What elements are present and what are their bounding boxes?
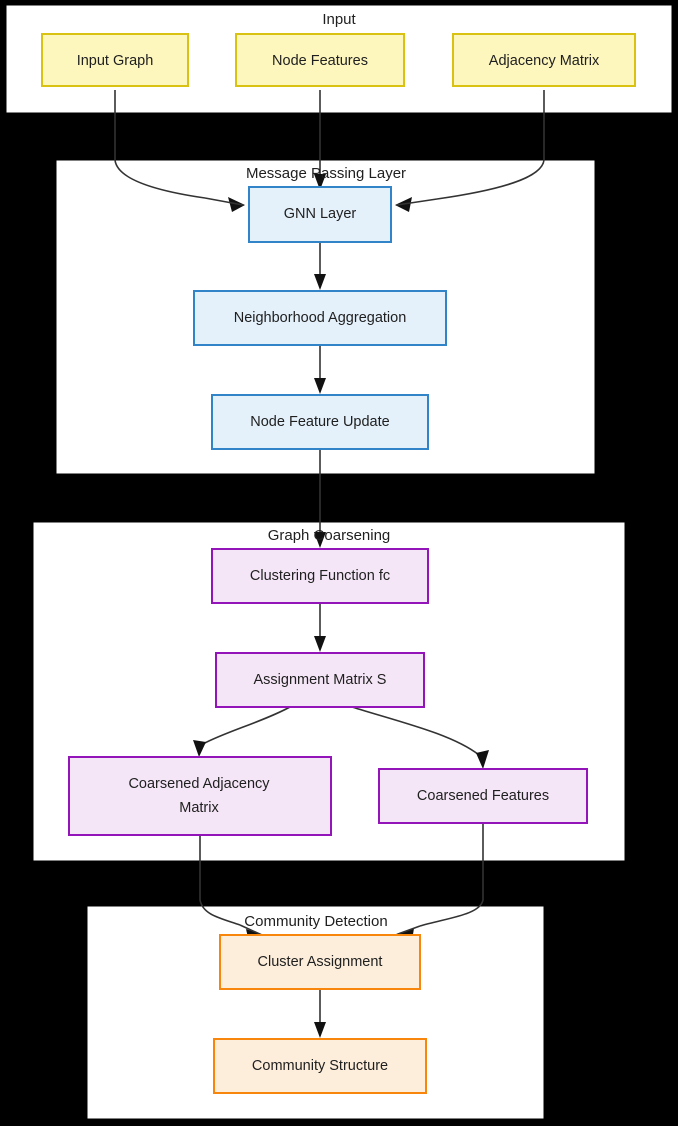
cluster-label-message-passing: Message Passing Layer (246, 165, 406, 182)
edge-coarsened-adjacency-to-cluster-assignment (199, 835, 241, 926)
node-coarsened-adjacency-matrix[interactable]: Coarsened Adjacency Matrix (68, 756, 332, 836)
node-neighborhood-aggregation[interactable]: Neighborhood Aggregation (193, 290, 447, 346)
node-input-graph-label: Input Graph (77, 53, 154, 69)
edge-arrowhead (314, 532, 326, 548)
edge-arrowhead (314, 1022, 326, 1038)
edge-coarsened-adjacency-to-cluster-assignment-tail (239, 924, 263, 936)
edge-assignment-matrix-to-coarsened-adjacency (202, 706, 291, 745)
node-community-structure-box[interactable] (213, 1038, 427, 1094)
node-node-feature-update-label: Node Feature Update (250, 414, 389, 430)
edge-coarsened-features-to-cluster-assignment (419, 823, 484, 927)
edge-coarsened-features-to-cluster-assignment-tail (397, 925, 421, 935)
node-node-feature-update[interactable]: Node Feature Update (211, 394, 429, 450)
node-node-features[interactable]: Node Features (235, 33, 405, 87)
edge-adjacency-matrix-to-gnn-layer (436, 90, 545, 200)
node-input-graph-box[interactable] (41, 33, 189, 87)
edge-arrowhead (314, 274, 326, 290)
node-adjacency-matrix-box[interactable] (452, 33, 636, 87)
edge-arrowhead (314, 174, 326, 190)
node-coarsened-features-label: Coarsened Features (417, 788, 549, 804)
node-coarsened-adjacency-matrix-label-line1: Coarsened Adjacency (128, 776, 270, 792)
node-coarsened-features-box[interactable] (378, 768, 588, 824)
node-clustering-function-box[interactable] (211, 548, 429, 604)
edge-arrowhead (314, 378, 326, 394)
cluster-label-community-detection: Community Detection (244, 913, 387, 930)
node-coarsened-adjacency-matrix-label-line2: Matrix (179, 800, 219, 816)
node-assignment-matrix-label: Assignment Matrix S (254, 672, 387, 688)
node-node-features-box[interactable] (235, 33, 405, 87)
edge-arrowhead (193, 740, 206, 757)
node-assignment-matrix-box[interactable] (215, 652, 425, 708)
edge-layer (114, 90, 545, 1038)
node-adjacency-matrix[interactable]: Adjacency Matrix (452, 33, 636, 87)
node-gnn-layer-box[interactable] (248, 186, 392, 243)
edge-adjacency-matrix-to-gnn-layer-tail (396, 198, 438, 206)
node-coarsened-adjacency-matrix-box[interactable] (68, 756, 332, 836)
node-gnn-layer[interactable]: GNN Layer (248, 186, 392, 243)
node-community-structure-label: Community Structure (252, 1058, 388, 1074)
node-coarsened-features[interactable]: Coarsened Features (378, 768, 588, 824)
node-cluster-assignment-label: Cluster Assignment (258, 954, 383, 970)
node-input-graph[interactable]: Input Graph (41, 33, 189, 87)
edge-assignment-matrix-to-coarsened-features (351, 706, 480, 756)
node-cluster-assignment-box[interactable] (219, 934, 421, 990)
node-node-features-label: Node Features (272, 53, 368, 69)
node-node-feature-update-box[interactable] (211, 394, 429, 450)
node-assignment-matrix[interactable]: Assignment Matrix S (215, 652, 425, 708)
cluster-label-input: Input (322, 11, 356, 28)
edge-input-graph-to-gnn-layer (114, 90, 206, 199)
edge-arrowhead (314, 636, 326, 652)
cluster-label-graph-coarsening: Graph Coarsening (268, 527, 391, 544)
node-neighborhood-aggregation-label: Neighborhood Aggregation (234, 310, 407, 326)
node-clustering-function[interactable]: Clustering Function fc (211, 548, 429, 604)
edge-arrowhead (476, 750, 489, 769)
node-adjacency-matrix-label: Adjacency Matrix (489, 53, 600, 69)
node-cluster-assignment[interactable]: Cluster Assignment (219, 934, 421, 990)
node-clustering-function-label: Clustering Function fc (250, 568, 390, 584)
node-gnn-layer-label: GNN Layer (284, 206, 357, 222)
node-community-structure[interactable]: Community Structure (213, 1038, 427, 1094)
node-neighborhood-aggregation-box[interactable] (193, 290, 447, 346)
edge-input-graph-to-gnn-layer-tail (204, 197, 244, 206)
